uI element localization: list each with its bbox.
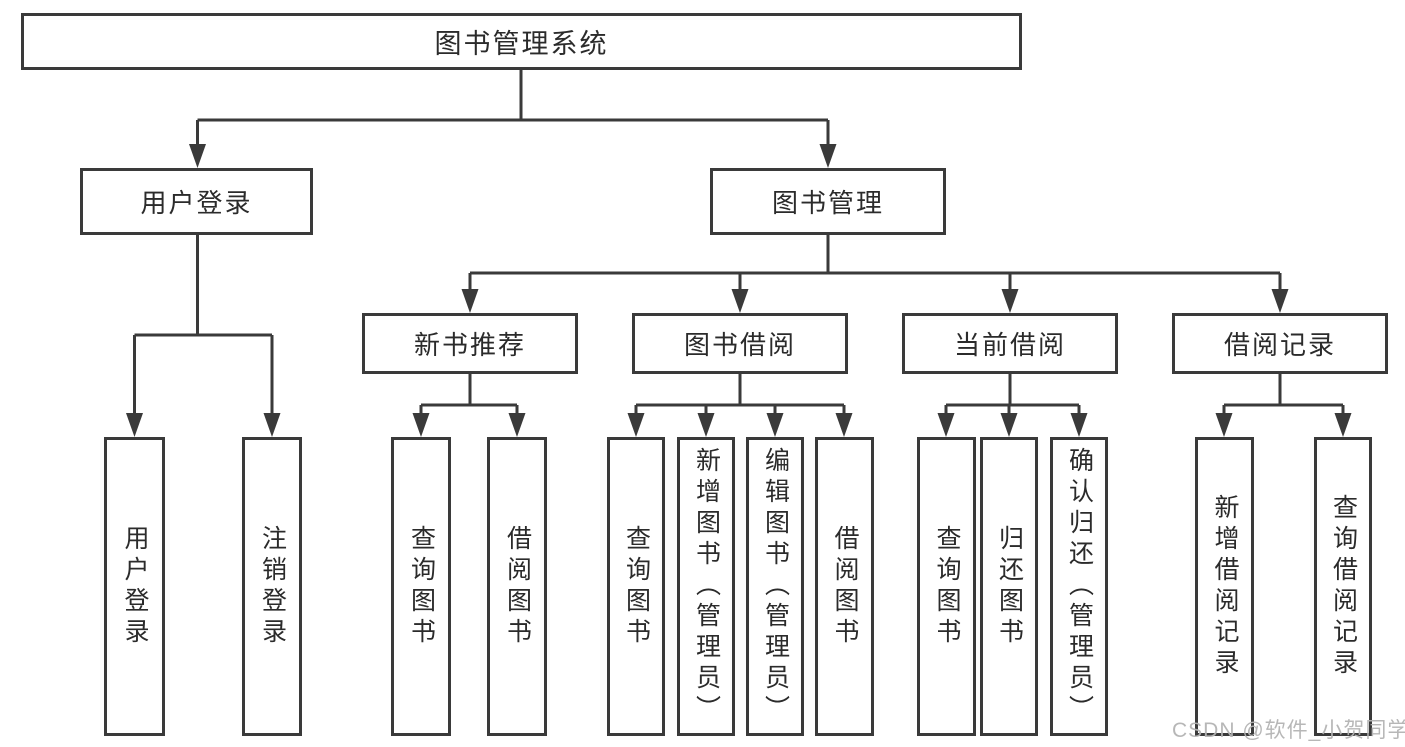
arrowhead-down-icon <box>412 413 430 437</box>
node-book-management: 图书管理 <box>710 168 946 235</box>
leaf-edit-book-admin: 编辑图书（管理员） <box>746 437 804 736</box>
arrowhead-down-icon <box>1001 289 1019 313</box>
arrowhead-down-icon <box>126 413 143 437</box>
arrowhead-down-icon <box>1215 413 1233 437</box>
node-label: 图书管理系统 <box>434 29 609 59</box>
arrowhead-down-icon <box>1000 413 1018 437</box>
arrowhead-down-icon <box>697 413 715 437</box>
arrowhead-down-icon <box>263 413 281 437</box>
arrowhead-down-icon <box>461 289 479 313</box>
node-library-management-system: 图书管理系统 <box>21 13 1022 70</box>
node-label: 当前借阅 <box>953 330 1066 360</box>
edge-user-login-to-leaves <box>133 235 274 420</box>
edge-borrow-records-to-leaves <box>1222 374 1345 420</box>
edge-root-to-level2 <box>196 70 830 150</box>
edge-book-management-to-level3 <box>468 235 1282 296</box>
node-label: 新增借阅记录 <box>1211 493 1239 680</box>
arrowhead-down-icon <box>731 289 749 313</box>
node-label: 用户登录 <box>140 188 253 218</box>
leaf-query-books-recommend: 查询图书 <box>391 437 451 736</box>
edge-current-borrow-to-leaves <box>944 374 1081 420</box>
leaf-add-borrow-record: 新增借阅记录 <box>1195 437 1254 736</box>
arrowhead-down-icon <box>937 413 955 437</box>
node-label: 图书管理 <box>771 188 884 218</box>
node-label: 注销登录 <box>258 524 287 649</box>
node-label: 新增图书（管理员） <box>692 447 721 726</box>
csdn-watermark: CSDN @软件_小贺同学 <box>1172 719 1405 742</box>
node-borrow-records: 借阅记录 <box>1172 313 1388 374</box>
leaf-logout: 注销登录 <box>242 437 302 736</box>
leaf-add-book-admin: 新增图书（管理员） <box>677 437 735 736</box>
arrowhead-down-icon <box>1271 289 1289 313</box>
leaf-borrow-books: 借阅图书 <box>815 437 874 736</box>
arrowhead-down-icon <box>819 144 837 168</box>
arrowhead-down-icon <box>508 413 526 437</box>
node-label: 编辑图书（管理员） <box>761 447 790 726</box>
node-label: 图书借阅 <box>683 330 796 360</box>
arrowhead-down-icon <box>1334 413 1352 437</box>
node-new-book-recommend: 新书推荐 <box>362 313 578 374</box>
arrowhead-down-icon <box>1070 413 1088 437</box>
arrowhead-down-icon <box>766 413 784 437</box>
node-label: 查询借阅记录 <box>1329 493 1358 680</box>
node-label: 新书推荐 <box>413 330 526 360</box>
node-book-borrow: 图书借阅 <box>632 313 848 374</box>
arrowhead-down-icon <box>835 413 853 437</box>
node-label: 归还图书 <box>995 524 1024 649</box>
node-label: 借阅图书 <box>503 524 532 649</box>
node-current-borrow: 当前借阅 <box>902 313 1118 374</box>
leaf-confirm-return-admin: 确认归还（管理员） <box>1050 437 1108 736</box>
arrowhead-down-icon <box>189 144 206 168</box>
node-label: 查询图书 <box>622 524 651 649</box>
leaf-return-book: 归还图书 <box>980 437 1038 736</box>
node-label: 借阅记录 <box>1223 330 1336 360</box>
arrowhead-down-icon <box>627 413 645 437</box>
node-label: 查询图书 <box>933 524 961 649</box>
leaf-query-books-current: 查询图书 <box>917 437 976 736</box>
edge-new-book-recommend-to-leaves <box>419 374 519 420</box>
leaf-borrow-books-recommend: 借阅图书 <box>487 437 547 736</box>
edge-book-borrow-to-leaves <box>634 374 846 420</box>
node-label: 用户登录 <box>121 524 149 649</box>
node-label: 确认归还（管理员） <box>1065 447 1094 726</box>
node-user-login: 用户登录 <box>80 168 313 235</box>
node-label: 查询图书 <box>407 524 436 649</box>
leaf-query-borrow-record: 查询借阅记录 <box>1314 437 1372 736</box>
node-label: 借阅图书 <box>831 524 859 649</box>
leaf-query-books-borrow: 查询图书 <box>607 437 665 736</box>
leaf-user-login: 用户登录 <box>104 437 165 736</box>
arrowheads <box>126 144 1352 437</box>
